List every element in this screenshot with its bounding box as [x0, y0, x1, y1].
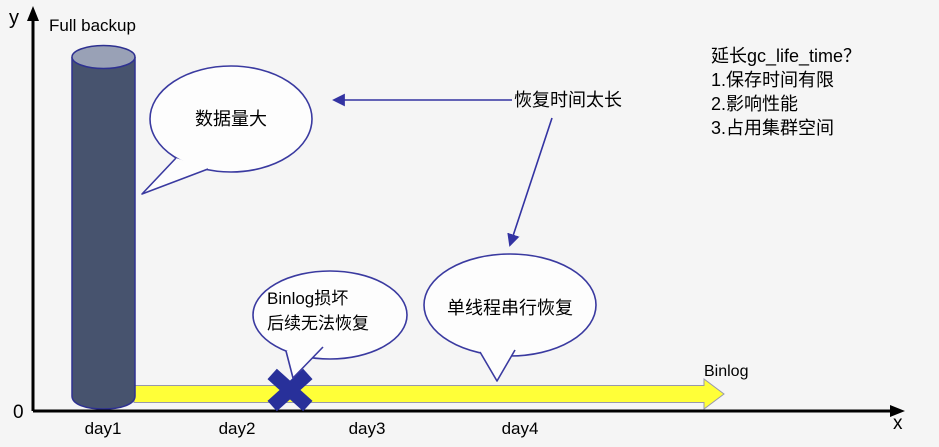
gc-note-title: 延长gc_life_time？ — [711, 46, 862, 66]
bubble-data-volume-text: 数据量大 — [195, 109, 267, 129]
corruption-x-icon — [267, 368, 313, 412]
bubble-binlog-corrupt-tail — [285, 346, 324, 379]
binlog-label: Binlog — [704, 363, 749, 380]
gc-note-item1: 1.保存时间有限 — [711, 70, 835, 90]
bubble-binlog-corrupt-text: Binlog损坏 后续无法恢复 — [267, 286, 397, 336]
bubble-single-thread-text: 单线程串行恢复 — [447, 298, 573, 318]
gc-life-time-note: 延长gc_life_time？ 1.保存时间有限 2.影响性能 3.占用集群空间 — [711, 44, 861, 140]
recovery-too-long-label: 恢复时间太长 — [514, 90, 622, 110]
bubble-data-volume — [149, 65, 313, 173]
bubble-data-volume-tail — [141, 157, 209, 195]
full-backup-cylinder-top — [71, 44, 136, 70]
gc-note-item3: 3.占用集群空间 — [711, 118, 835, 138]
day3-label: day3 — [348, 419, 386, 438]
y-axis-arrowhead-icon — [27, 6, 39, 21]
day1-label: day1 — [84, 419, 122, 438]
bubble-binlog-corrupt-line1: Binlog损坏 — [267, 289, 349, 308]
gc-note-item2: 2.影响性能 — [711, 94, 799, 114]
full-backup-cylinder-body — [71, 57, 136, 410]
bubble-single-thread-tail — [479, 349, 516, 382]
x-axis-arrowhead-icon — [890, 405, 905, 417]
y-axis-label: y — [9, 7, 19, 29]
binlog-timeline-arrow — [133, 378, 725, 410]
bubble-binlog-corrupt-line2: 后续无法恢复 — [267, 314, 369, 333]
day4-label: day4 — [501, 419, 539, 438]
day2-label: day2 — [218, 419, 256, 438]
arrow-to-single-thread — [507, 117, 553, 247]
bubble-binlog-corrupt — [252, 270, 408, 360]
origin-label: 0 — [13, 402, 24, 423]
full-backup-label: Full backup — [49, 16, 136, 35]
x-axis-label: x — [893, 413, 903, 434]
